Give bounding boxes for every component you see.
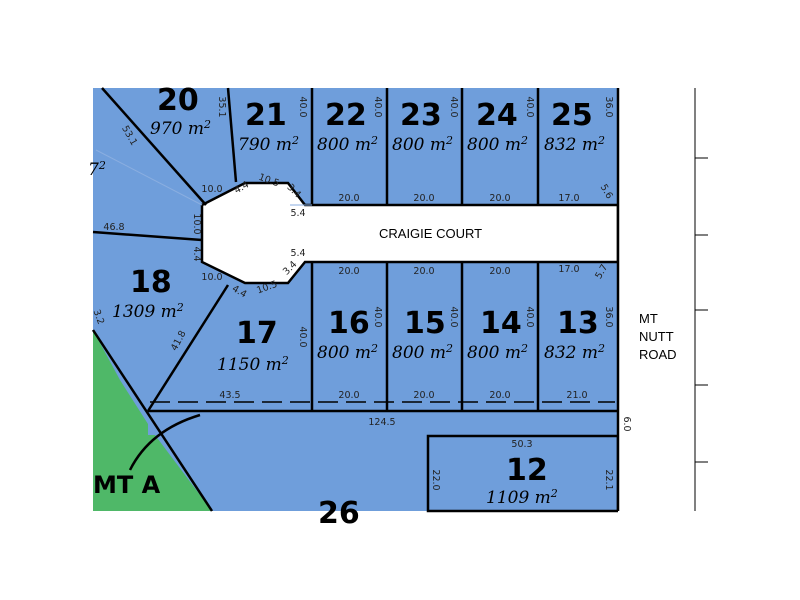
lot-area-18: 1309 m2 [112, 301, 184, 322]
dim-10-0-c: 10.0 [201, 272, 222, 283]
dim-21-0: 21.0 [566, 390, 587, 401]
dim-10-0-b: 10.0 [191, 213, 202, 234]
lower-road-strip [148, 411, 618, 435]
dim-10-0-a: 10.0 [201, 184, 222, 195]
dim-20-0-h: 20.0 [413, 390, 434, 401]
dim-36-0-b: 36.0 [603, 306, 614, 327]
dim-20-0-e: 20.0 [413, 266, 434, 277]
construction-lines [95, 149, 312, 206]
green-reserve [93, 330, 212, 511]
lot-number-26: 26 [318, 496, 360, 531]
dim-5-4-b: 5.4 [290, 248, 305, 259]
lot-number-15: 15 [404, 306, 446, 341]
dim-5-4-a: 5.4 [290, 208, 305, 219]
dim-6-0: 6.0 [621, 416, 632, 431]
dim-20-0-g: 20.0 [338, 390, 359, 401]
lot-area-25: 832 m2 [544, 134, 605, 155]
lot-number-22: 22 [325, 98, 367, 133]
lot-number-24: 24 [476, 98, 518, 133]
lot-area-16: 800 m2 [317, 342, 378, 363]
dim-43-5: 43.5 [219, 390, 240, 401]
dim-22-0: 22.0 [430, 469, 441, 490]
dim-40-0-f: 40.0 [372, 306, 383, 327]
dim-20-0-d: 20.0 [338, 266, 359, 277]
dim-40-0-d: 40.0 [524, 96, 535, 117]
lot-number-23: 23 [400, 98, 442, 133]
lot-area-17: 1150 m2 [217, 354, 289, 375]
dim-40-0-e: 40.0 [297, 326, 308, 347]
lot-area-15: 800 m2 [392, 342, 453, 363]
dim-17-0-a: 17.0 [558, 193, 579, 204]
dim-40-0-c: 40.0 [448, 96, 459, 117]
mt-nutt-road-label-2: NUTT [639, 329, 674, 344]
lot-number-14: 14 [480, 306, 522, 341]
dim-50-3: 50.3 [511, 439, 532, 450]
dim-20-0-b: 20.0 [413, 193, 434, 204]
right-boundary-ticks [694, 88, 708, 511]
dim-40-0-b: 40.0 [372, 96, 383, 117]
dim-3-2-partial: 3.2 [91, 308, 107, 326]
lot-number-20: 20 [157, 83, 199, 118]
dim-36-0-a: 36.0 [603, 96, 614, 117]
dim-20-0-c: 20.0 [489, 193, 510, 204]
lot-number-17: 17 [236, 316, 278, 351]
lot-area-23: 800 m2 [392, 134, 453, 155]
dim-22-1: 22.1 [603, 469, 614, 490]
lot-area-21: 790 m2 [238, 134, 299, 155]
lot-area-19-partial: 72 [88, 159, 106, 180]
dim-4-4-b: 4.4 [191, 246, 202, 261]
dim-40-0-a: 40.0 [297, 96, 308, 117]
reserve-label: MT A [93, 471, 161, 499]
dim-20-0-f: 20.0 [489, 266, 510, 277]
lot-number-25: 25 [551, 98, 593, 133]
mt-nutt-road-label-1: MT [639, 311, 658, 326]
lot-area-14: 800 m2 [467, 342, 528, 363]
dim-35-1: 35.1 [216, 96, 227, 117]
mt-nutt-road-label-3: ROAD [639, 347, 677, 362]
lot-number-12: 12 [506, 453, 548, 488]
dim-20-0-a: 20.0 [338, 193, 359, 204]
lot-number-16: 16 [328, 306, 370, 341]
lot-area-13: 832 m2 [544, 342, 605, 363]
lot-number-18: 18 [130, 265, 172, 300]
lot-area-22: 800 m2 [317, 134, 378, 155]
mt-nutt-road-area [618, 88, 800, 518]
dim-46-8: 46.8 [103, 222, 124, 233]
dim-20-0-i: 20.0 [489, 390, 510, 401]
craigie-court-label: CRAIGIE COURT [379, 226, 482, 241]
lot-boundaries [91, 87, 620, 512]
lot-area-24: 800 m2 [467, 134, 528, 155]
dim-40-0-h: 40.0 [524, 306, 535, 327]
dim-124-5: 124.5 [368, 417, 395, 428]
dim-40-0-g: 40.0 [448, 306, 459, 327]
lot-area-20: 970 m2 [150, 118, 211, 139]
lot-number-21: 21 [245, 98, 287, 133]
lot-number-13: 13 [557, 306, 599, 341]
dim-17-0-b: 17.0 [558, 264, 579, 275]
lot-area-12: 1109 m2 [486, 487, 558, 508]
